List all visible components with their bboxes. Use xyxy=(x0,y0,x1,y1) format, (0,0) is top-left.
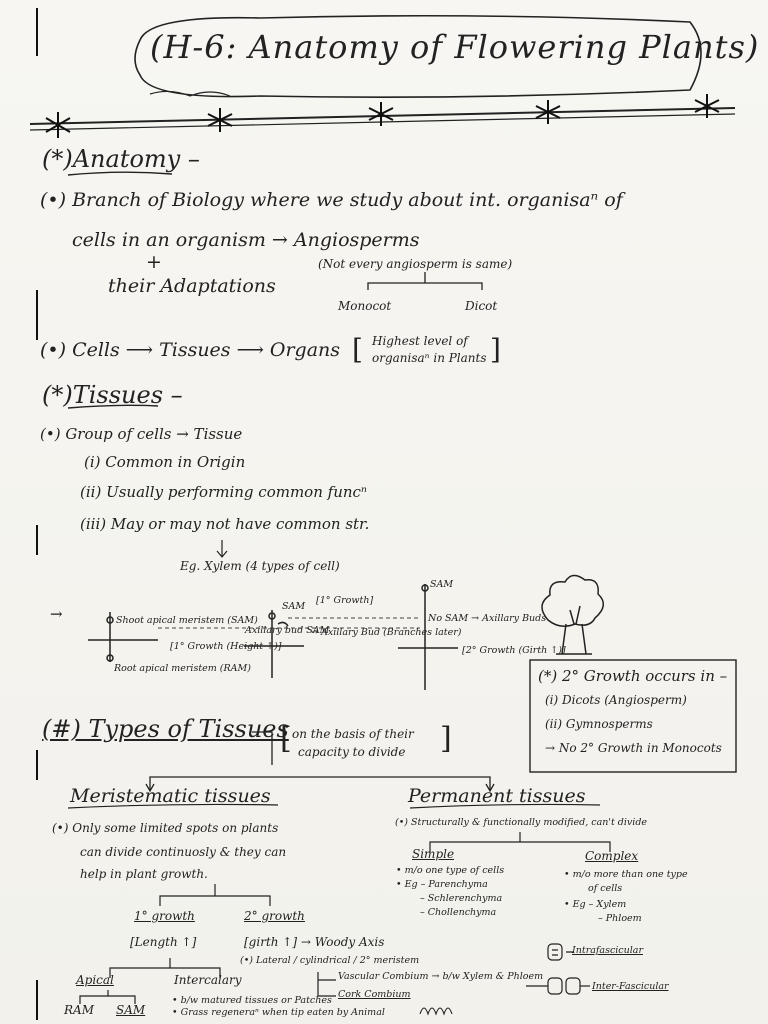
tissues-heading: (*)Tissues – xyxy=(42,381,183,409)
anatomy-line-1: (•) Branch of Biology where we study abo… xyxy=(40,189,623,211)
intercalary-point-1: • b/w matured tissues or Patches xyxy=(172,995,332,1006)
sam-label: Shoot apical meristem (SAM) xyxy=(116,615,258,626)
growth-1-label: [1° Growth (Height ↑)] xyxy=(170,641,282,652)
vascular-cambium: Vascular Combium → b/w Xylem & Phloem xyxy=(338,971,544,982)
ram-label-bottom: RAM xyxy=(64,1003,94,1017)
permanent-heading: Permanent tissues xyxy=(408,785,586,807)
plant-diagram-1 xyxy=(88,612,158,662)
vascular-bundle-icon xyxy=(526,943,590,995)
angiosperm-note: (Not every angiosperm is same) xyxy=(318,257,513,271)
anatomy-line-2: cells in an organism → Angiosperms xyxy=(72,229,420,251)
growth-box xyxy=(529,659,737,773)
simple-point-4: – Chollenchyma xyxy=(420,907,497,918)
monocot-label: Monocot xyxy=(338,299,392,313)
permanent-line-1: (•) Structurally & functionally modified… xyxy=(395,817,648,828)
arrow-icon: → xyxy=(50,605,63,623)
highest-level-1: Highest level of xyxy=(372,334,468,348)
primary-growth: 1° growth xyxy=(134,909,195,923)
complex-point-4: – Phloem xyxy=(598,913,642,924)
box-line-2: (i) Dicots (Angiosperm) xyxy=(545,693,687,707)
complex-point-3: • Eg – Xylem xyxy=(564,899,627,910)
meristematic-heading: Meristematic tissues xyxy=(70,785,271,807)
bracket-close: ] xyxy=(440,721,452,756)
tissues-group: (•) Group of cells → Tissue xyxy=(40,425,243,443)
margin-line xyxy=(36,980,38,1020)
secondary-growth: 2° growth xyxy=(244,909,305,923)
hierarchy-line: (•) Cells ⟶ Tissues ⟶ Organs xyxy=(40,339,341,361)
meristematic-line-2: can divide continuosly & they can xyxy=(80,845,287,859)
divider-line xyxy=(29,107,736,125)
simple-point-3: – Schlerenchyma xyxy=(420,893,503,904)
star-icon xyxy=(694,94,720,118)
highest-level-2: organisaⁿ in Plants xyxy=(372,351,487,365)
margin-line xyxy=(36,290,38,340)
bracket-close: ] xyxy=(490,333,501,366)
star-icon xyxy=(207,108,233,132)
anatomy-line-3: their Adaptations xyxy=(108,275,276,297)
types-heading: (#) Types of Tissues xyxy=(42,715,289,743)
meristematic-line-3: help in plant growth. xyxy=(80,867,208,881)
complex-label: Complex xyxy=(585,849,639,863)
simple-point-2: • Eg – Parenchyma xyxy=(396,879,488,890)
title-flourish xyxy=(149,90,231,97)
intercalary-point-2: • Grass regeneraⁿ when tip eaten by Anim… xyxy=(172,1007,385,1018)
anatomy-heading: (*)Anatomy – xyxy=(42,145,200,173)
margin-line xyxy=(36,750,38,780)
length-label: [Length ↑] xyxy=(130,935,197,949)
intrafascicular-label: Intrafascicular xyxy=(572,945,643,956)
simple-label: Simple xyxy=(412,847,455,861)
sam-label-bottom: SAM xyxy=(116,1003,146,1017)
axillary-bud-label: → Axillary Bud (Branches later) xyxy=(310,627,462,638)
simple-point-1: • m/o one type of cells xyxy=(396,865,505,876)
complex-point-2: of cells xyxy=(588,883,623,894)
tree-icon xyxy=(541,574,604,655)
growth-2-label: [2° Growth (Girth ↑)] xyxy=(462,645,566,656)
tissues-point-i: (i) Common in Origin xyxy=(84,453,246,471)
margin-line xyxy=(36,8,38,56)
star-icon xyxy=(45,112,71,138)
tissues-point-ii: (ii) Usually performing common funcⁿ xyxy=(80,483,367,501)
basis-line-2: capacity to divide xyxy=(298,745,406,759)
bracket-open: [ xyxy=(352,333,363,366)
sam-label-3: SAM xyxy=(430,579,454,590)
meristematic-line-1: (•) Only some limited spots on plants xyxy=(52,821,279,835)
lateral-meristem: (•) Lateral / cylindrical / 2° meristem xyxy=(240,955,420,966)
intercalary-label: Intercalary xyxy=(174,973,242,987)
plant-diagram-2 xyxy=(244,610,304,678)
primary-growth-label: [1° Growth] xyxy=(316,595,374,606)
star-icon xyxy=(535,100,561,124)
cork-cambium: Cork Combium xyxy=(338,989,411,1000)
plus-sign: + xyxy=(146,251,162,273)
sam-label-2: SAM xyxy=(282,601,306,612)
page-title: (H-6: Anatomy of Flowering Plants) xyxy=(150,28,760,66)
divider-line xyxy=(29,113,736,131)
plant-diagram-3 xyxy=(398,584,458,690)
ram-label: Root apical meristem (RAM) xyxy=(114,663,251,674)
box-line-1: (*) 2° Growth occurs in – xyxy=(538,667,728,685)
tissues-point-iii: (iii) May or may not have common str. xyxy=(80,515,370,533)
no-sam-label: No SAM → Axillary Buds xyxy=(428,613,547,624)
axil-label: Axillary bud SAM xyxy=(245,625,330,636)
bracket-open: [ xyxy=(280,721,292,756)
complex-point-1: • m/o more than one type xyxy=(564,869,688,880)
apical-label: Apical xyxy=(76,973,114,987)
box-line-4: → No 2° Growth in Monocots xyxy=(545,741,722,755)
dicot-label: Dicot xyxy=(465,299,498,313)
basis-line-1: on the basis of their xyxy=(292,727,414,741)
margin-line xyxy=(36,525,38,555)
box-line-3: (ii) Gymnosperms xyxy=(545,717,653,731)
interfascicular-label: Inter-Fascicular xyxy=(592,981,669,992)
star-icon xyxy=(368,102,394,126)
title-frame xyxy=(134,14,702,98)
xylem-example: Eg. Xylem (4 types of cell) xyxy=(180,559,340,573)
girth-label: [girth ↑] → Woody Axis xyxy=(244,935,385,949)
